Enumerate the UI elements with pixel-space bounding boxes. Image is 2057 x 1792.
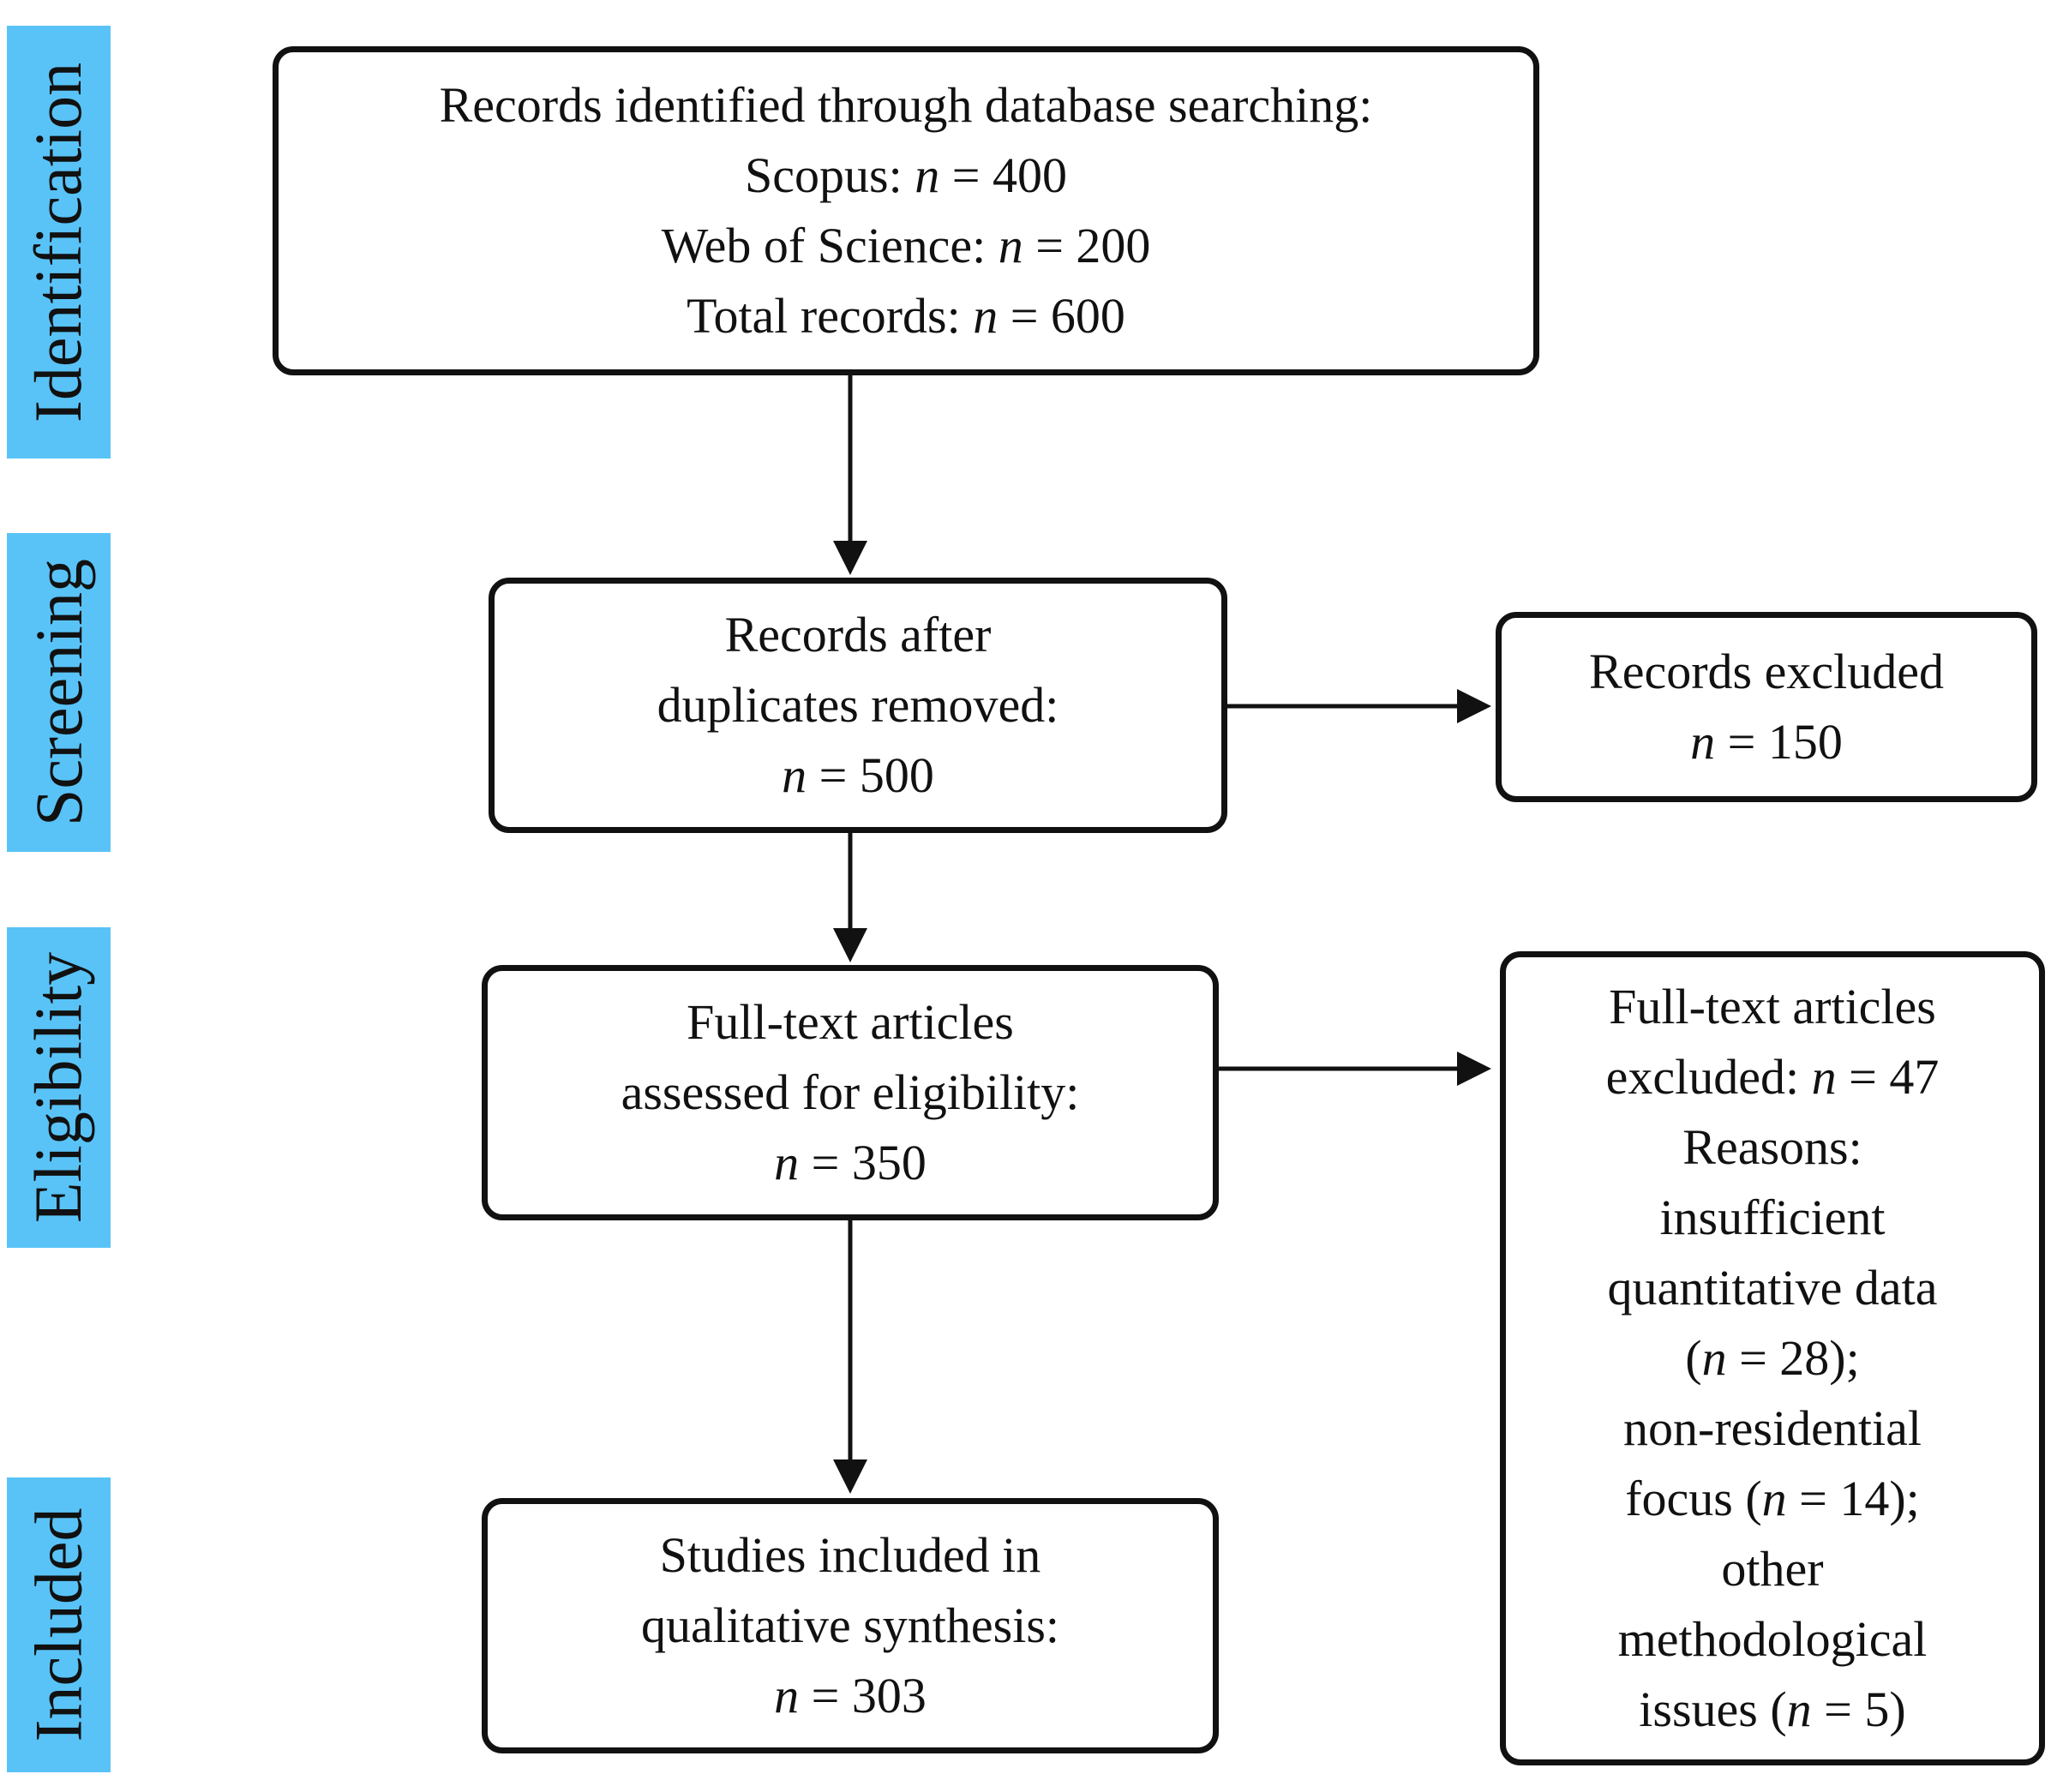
box-records-identified: Records identified through database sear…: [273, 46, 1539, 375]
reason-other: other: [1721, 1541, 1824, 1597]
included-line1: Studies included in: [659, 1527, 1041, 1583]
reason-issues-count: issues (n = 5): [1639, 1681, 1906, 1737]
included-count: n = 303: [774, 1668, 927, 1723]
full-text-excluded-line1: Full-text articles: [1609, 979, 1936, 1034]
full-text-excluded-count: excluded: n = 47: [1605, 1049, 1940, 1105]
reason-quantitative-data: quantitative data: [1607, 1260, 1938, 1316]
box-studies-included: Studies included in qualitative synthesi…: [482, 1498, 1219, 1753]
box-full-text-excluded: Full-text articles excluded: n = 47 Reas…: [1500, 951, 2045, 1765]
identified-scopus: Scopus: n = 400: [745, 147, 1067, 203]
box-full-text-assessed: Full-text articles assessed for eligibil…: [482, 965, 1219, 1220]
records-excluded-count: n = 150: [1690, 714, 1843, 770]
after-duplicates-line1: Records after: [724, 607, 992, 662]
identified-total: Total records: n = 600: [687, 288, 1125, 344]
after-duplicates-line2: duplicates removed:: [657, 677, 1059, 733]
reason-insufficient-count: (n = 28);: [1685, 1330, 1860, 1386]
after-duplicates-count: n = 500: [782, 747, 934, 803]
stage-identification: Identification: [7, 26, 111, 458]
identified-wos: Web of Science: n = 200: [661, 218, 1151, 273]
reason-non-residential: non-residential: [1623, 1400, 1922, 1456]
stage-eligibility: Eligibility: [7, 927, 111, 1248]
stage-included: Included: [7, 1477, 111, 1772]
reason-methodological: methodological: [1617, 1611, 1928, 1667]
records-excluded-line1: Records excluded: [1589, 644, 1944, 699]
full-text-assessed-line2: assessed for eligibility:: [621, 1064, 1080, 1120]
box-records-after-duplicates: Records after duplicates removed: n = 50…: [489, 578, 1227, 833]
full-text-excluded-reasons: Reasons:: [1682, 1119, 1862, 1175]
full-text-assessed-count: n = 350: [774, 1135, 927, 1190]
stage-screening: Screening: [7, 533, 111, 852]
full-text-assessed-line1: Full-text articles: [687, 994, 1014, 1050]
reason-insufficient: insufficient: [1659, 1190, 1886, 1245]
box-records-excluded: Records excluded n = 150: [1496, 612, 2037, 802]
included-line2: qualitative synthesis:: [640, 1597, 1060, 1653]
reason-focus-count: focus (n = 14);: [1625, 1471, 1920, 1526]
identified-title: Records identified through database sear…: [439, 77, 1373, 133]
